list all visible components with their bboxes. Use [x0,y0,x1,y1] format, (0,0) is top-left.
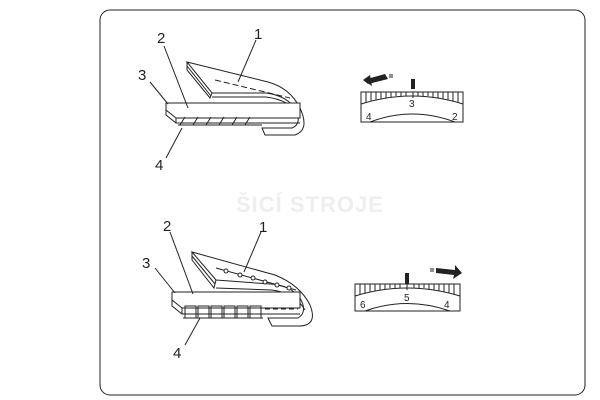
callout-4: 4 [155,157,163,174]
stitch-line-dashed [214,79,291,99]
fabric-illustration-bottom [171,251,313,327]
callout-4: 4 [173,345,181,362]
arrow-left-icon [363,74,388,86]
callout-3: 3 [142,255,150,272]
callout-1: 1 [254,26,262,43]
dial-value-left: 4 [366,112,372,123]
dial-value-center: 3 [409,99,415,110]
callout-2: 2 [157,30,165,47]
dial-top: 4 3 2 [360,74,464,123]
watermark: ŠICÍ STROJE [236,192,384,217]
arrow-right-icon [436,265,462,279]
dial-value-right: 4 [444,300,450,311]
callout-2: 2 [163,218,171,235]
callouts-top: 1 2 3 4 [138,26,262,174]
dial-value-right: 2 [452,112,458,123]
fabric-illustration-top [165,61,305,136]
dial-value-left: 6 [360,300,366,311]
dial-bottom: 6 5 4 [354,265,462,312]
overlock-stitches [179,116,251,126]
frame [99,9,586,396]
callout-1: 1 [259,219,267,236]
callout-3: 3 [138,67,146,84]
dial-marker [411,79,415,89]
dial-value-center: 5 [404,293,410,304]
callouts-bottom: 1 2 3 4 [142,218,267,362]
stitch-points [223,268,292,291]
dial-marker [405,273,409,284]
